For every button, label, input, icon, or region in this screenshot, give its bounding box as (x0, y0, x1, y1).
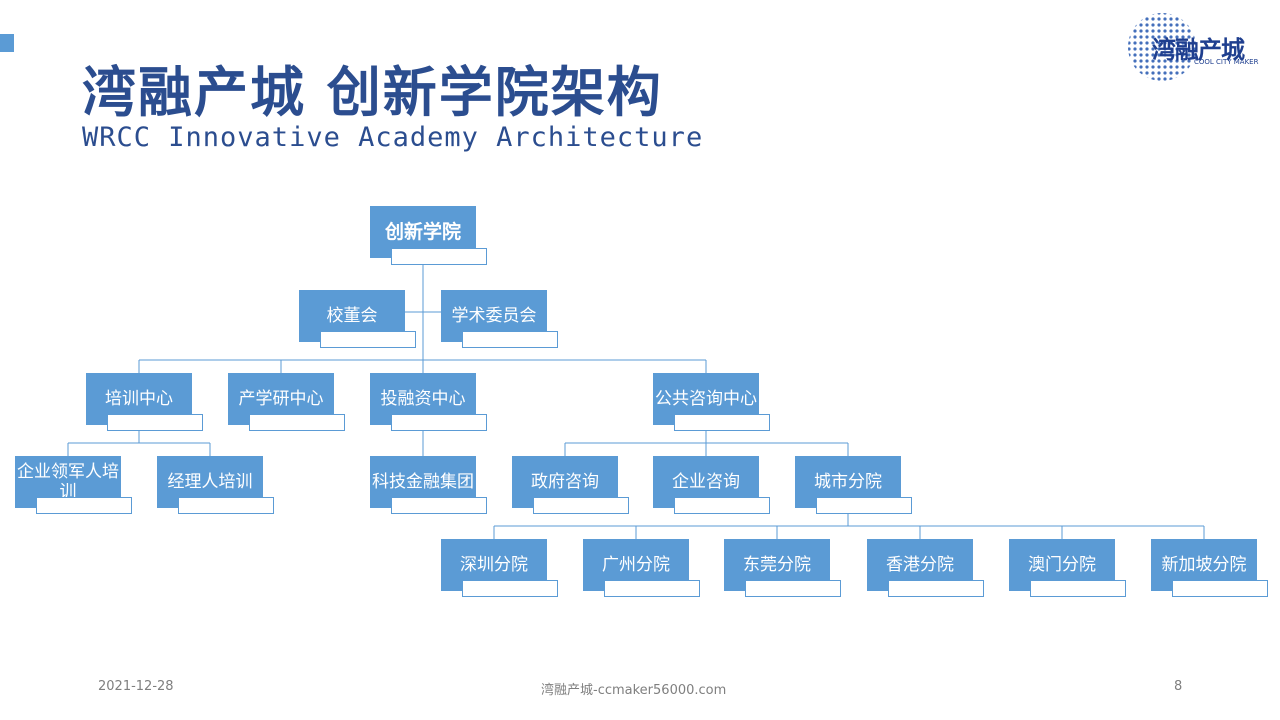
org-node-tag (745, 580, 841, 597)
org-node-tag (391, 414, 487, 431)
org-node-tag (674, 497, 770, 514)
footer-site: 湾融产城-ccmaker56000.com (541, 683, 727, 698)
org-node-tag (107, 414, 203, 431)
org-node-singapore: 新加坡分院 (1151, 539, 1257, 591)
accent-bar (0, 34, 14, 52)
org-node-tag (391, 248, 487, 265)
page-title: 湾融产城 创新学院架构 (82, 61, 663, 124)
page-subtitle: WRCC Innovative Academy Architecture (82, 122, 704, 153)
org-node-tag (674, 414, 770, 431)
org-node-tag (249, 414, 345, 431)
org-node-tag (462, 580, 558, 597)
org-node-tag (604, 580, 700, 597)
org-node-root: 创新学院 (370, 206, 476, 258)
org-node-tag (462, 331, 558, 348)
logo-text: 湾融产城 (1152, 36, 1245, 64)
org-node-tag (533, 497, 629, 514)
footer-date: 2021-12-28 (98, 679, 174, 694)
org-node-tag (178, 497, 274, 514)
logo-subtext: COOL CITY MAKER (1194, 58, 1259, 66)
org-node-tag (816, 497, 912, 514)
org-node-tag (320, 331, 416, 348)
logo-globe-icon (1128, 13, 1196, 81)
org-node-tag (888, 580, 984, 597)
footer-page-number: 8 (1174, 679, 1183, 694)
org-node-tag (1030, 580, 1126, 597)
org-node-tag (391, 497, 487, 514)
org-node-managers: 经理人培训 (157, 456, 263, 508)
org-node-tag (1172, 580, 1268, 597)
org-node-tag (36, 497, 132, 514)
